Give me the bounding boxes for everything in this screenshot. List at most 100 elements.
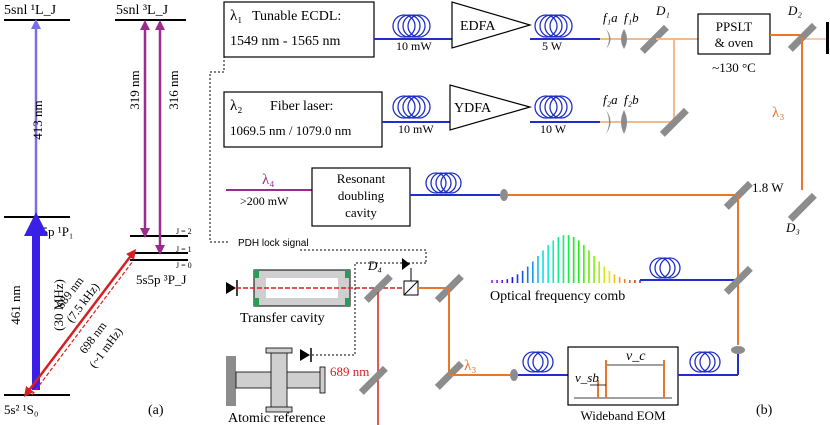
- mirror-d4: [363, 273, 393, 303]
- energy-level-diagram: 5snl ¹L_J 5snl ³L_J 5s5p ¹P₁ J = 2 J = 1…: [4, 3, 192, 418]
- cavity-mirror-right: [345, 270, 350, 278]
- label-5s5p-3pj: 5s5p ³P_J: [136, 272, 187, 287]
- collimator-3: [731, 346, 745, 354]
- d2-label: D₂: [787, 3, 802, 18]
- atomic-tube-v: [270, 351, 288, 411]
- cavity-mirror-left: [254, 270, 259, 278]
- photodiode-top: [402, 258, 410, 270]
- label-j0: J = 0: [176, 261, 192, 270]
- mirror-atomic: [358, 365, 388, 395]
- label-j1: J = 1: [176, 245, 192, 254]
- edfa-label: EDFA: [460, 19, 496, 34]
- f2b-label: f₂b: [624, 92, 639, 107]
- ydfa-label: YDFA: [454, 101, 492, 116]
- oven-temp: ~130 °C: [712, 60, 756, 75]
- f1a-label: f₁a: [603, 10, 618, 25]
- transition-689: [23, 249, 137, 397]
- atomic-flange-right: [319, 366, 326, 394]
- label-461: 461 nm: [8, 285, 23, 324]
- lens-f1a: [606, 29, 611, 49]
- comb-spectrum: [491, 235, 641, 283]
- label-j2: J = 2: [176, 227, 192, 236]
- doubling-cavity: [311, 167, 411, 227]
- optical-setup: λ₁ Tunable ECDL: 1549 nm - 1565 nm 10 mW…: [209, 1, 829, 425]
- label-ground: 5s² ¹S₀: [4, 402, 38, 417]
- ydfa-amplifier: [449, 84, 533, 131]
- edfa-amplifier: [451, 1, 533, 49]
- lens-f2b: [621, 110, 627, 134]
- lambda3-lower-label: λ₃: [464, 358, 477, 374]
- cavity-mirror-right-b: [345, 298, 350, 306]
- f1b-label: f₁b: [624, 10, 639, 25]
- fiber-coil-3: [392, 95, 431, 119]
- label-413: 413 nm: [30, 100, 45, 139]
- mirror-d3: [787, 192, 817, 222]
- cavity-mirror-left-b: [254, 298, 259, 306]
- power-1-8w: 1.8 W: [752, 180, 784, 195]
- lambda1-label: λ₁: [230, 8, 243, 24]
- power-10w: 10 W: [540, 122, 567, 136]
- atomic-flange-top: [265, 347, 293, 354]
- label-319: 319 nm: [127, 70, 142, 109]
- ecdl-name: Tunable ECDL:: [252, 9, 341, 24]
- d4-label: D₄: [367, 258, 382, 273]
- pdh-signal-line-top: [209, 71, 230, 243]
- power-10mw-1: 10 mW: [396, 39, 432, 53]
- fiber-coil-2: [534, 14, 573, 38]
- atomic-signal: [312, 262, 426, 356]
- lens-f2a: [606, 110, 611, 134]
- eom-box: [567, 346, 679, 406]
- fiber-coil-7: [522, 351, 554, 373]
- ecdl-range: 1549 nm - 1565 nm: [230, 34, 341, 49]
- power-5w: 5 W: [542, 39, 563, 53]
- lambda3-label: λ₃: [772, 105, 785, 121]
- atomic-chamber-left: [226, 356, 236, 406]
- ppslt-line1: PPSLT: [716, 19, 752, 34]
- photodiode-left: [226, 282, 236, 294]
- cavity-line1: Resonant: [337, 171, 386, 186]
- fiber-laser-name: Fiber laser:: [270, 99, 333, 114]
- label-316: 316 nm: [166, 70, 181, 109]
- cavity-line2: doubling: [338, 188, 385, 203]
- comb-label: Optical frequency comb: [490, 289, 625, 304]
- mirror-1070: [659, 107, 689, 137]
- ppslt-line2: & oven: [715, 35, 754, 50]
- f2a-label: f₂a: [603, 92, 618, 107]
- collimator-1: [500, 189, 508, 201]
- fiber-coil-6: [649, 257, 681, 279]
- cube-diagonal: [403, 280, 419, 296]
- transfer-cavity-label: Transfer cavity: [240, 311, 325, 326]
- power-200mw: >200 mW: [240, 194, 289, 208]
- transition-698: [31, 260, 134, 396]
- ppslt-oven: [697, 13, 771, 55]
- lambda4-label: λ₄: [262, 172, 275, 188]
- pdh-label: PDH lock signal: [238, 238, 309, 249]
- d3-label: D₃: [785, 220, 800, 235]
- cavity-line3: cavity: [345, 205, 377, 220]
- fiber-coil-8: [689, 351, 721, 373]
- atomic-reference-label: Atomic reference: [228, 411, 326, 425]
- lens-f1b: [621, 29, 627, 49]
- label-5snl-singlet: 5snl ¹L_J: [4, 3, 57, 18]
- fiber-coil-5: [425, 172, 462, 194]
- mirror-comb: [723, 265, 753, 295]
- beam-dump: [826, 22, 829, 54]
- eom-label: Wideband EOM: [580, 408, 665, 423]
- atomic-flange-bottom: [265, 406, 293, 413]
- nu-sb-label: ν_sb: [575, 370, 599, 385]
- panel-a-label: (a): [148, 403, 164, 418]
- fiber-laser-box: [223, 91, 383, 148]
- panel-b-label: (b): [756, 403, 773, 418]
- nm689-label: 689 nm: [330, 364, 369, 379]
- ecdl-box: [223, 1, 375, 58]
- photodiode-atomic: [300, 349, 310, 361]
- pdh-signal-return: [300, 249, 427, 263]
- d1-label: D₁: [655, 3, 670, 18]
- fiber-coil-4: [534, 95, 573, 119]
- mirror-d1: [639, 24, 669, 54]
- collimator-2: [510, 369, 518, 381]
- nu-c-label: ν_c: [626, 349, 646, 364]
- fiber-coil-1: [392, 14, 431, 38]
- label-5snl-triplet: 5snl ³L_J: [116, 3, 169, 18]
- fiber-laser-range: 1069.5 nm / 1079.0 nm: [230, 123, 351, 138]
